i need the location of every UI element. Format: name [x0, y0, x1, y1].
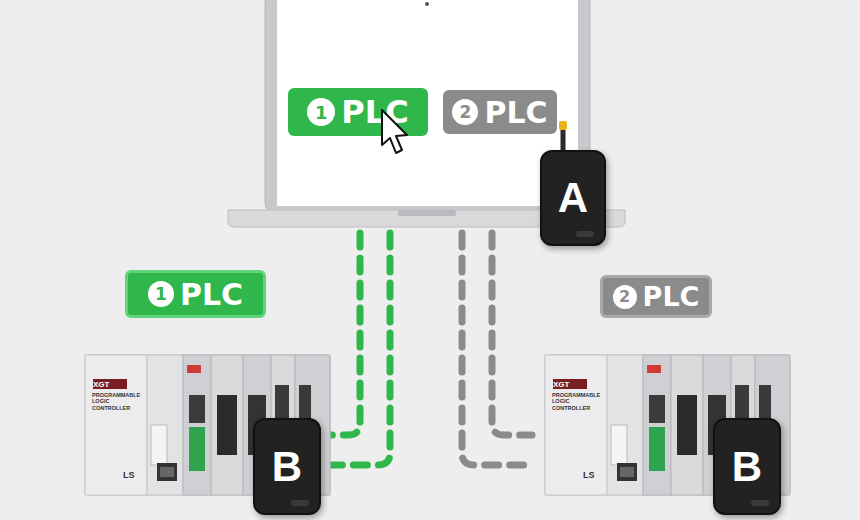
device-letter: A — [558, 174, 588, 222]
plc-tag: 2PLC — [600, 275, 712, 318]
device-slot — [751, 500, 769, 506]
brand-label: XGT — [553, 380, 587, 389]
laptop-screen — [277, 0, 578, 206]
dashed-links — [322, 233, 532, 465]
laptop-notch — [398, 210, 456, 216]
logo-label: LS — [583, 470, 603, 480]
button-text: PLC — [643, 281, 700, 312]
circled-number: 2 — [613, 285, 637, 309]
wireless-device: B — [253, 418, 321, 515]
green-link — [330, 233, 360, 435]
device-letter: B — [272, 443, 302, 491]
button-text: PLC — [484, 95, 547, 130]
gray-link — [462, 233, 532, 465]
device-slot — [576, 231, 594, 237]
device-letter: B — [732, 443, 762, 491]
screen-button: 1PLC — [288, 88, 428, 136]
circled-number: 1 — [148, 281, 174, 307]
wireless-device: B — [713, 418, 781, 515]
antenna-tip — [559, 121, 567, 130]
laptop-camera — [425, 2, 429, 6]
circled-number: 2 — [452, 99, 478, 125]
rack-caption: PROGRAMMABLE LOGIC CONTROLLER — [552, 392, 600, 411]
device-slot — [291, 500, 309, 506]
button-text: PLC — [341, 93, 408, 131]
gray-link — [492, 233, 532, 435]
screen-button: 2PLC — [443, 90, 557, 134]
brand-label: XGT — [93, 380, 127, 389]
green-link — [322, 233, 390, 465]
rack-caption: PROGRAMMABLE LOGIC CONTROLLER — [92, 392, 140, 411]
wireless-device: A — [540, 150, 606, 246]
plc-tag: 1PLC — [125, 270, 266, 318]
logo-label: LS — [123, 470, 143, 480]
circled-number: 1 — [307, 98, 335, 126]
button-text: PLC — [180, 277, 243, 312]
